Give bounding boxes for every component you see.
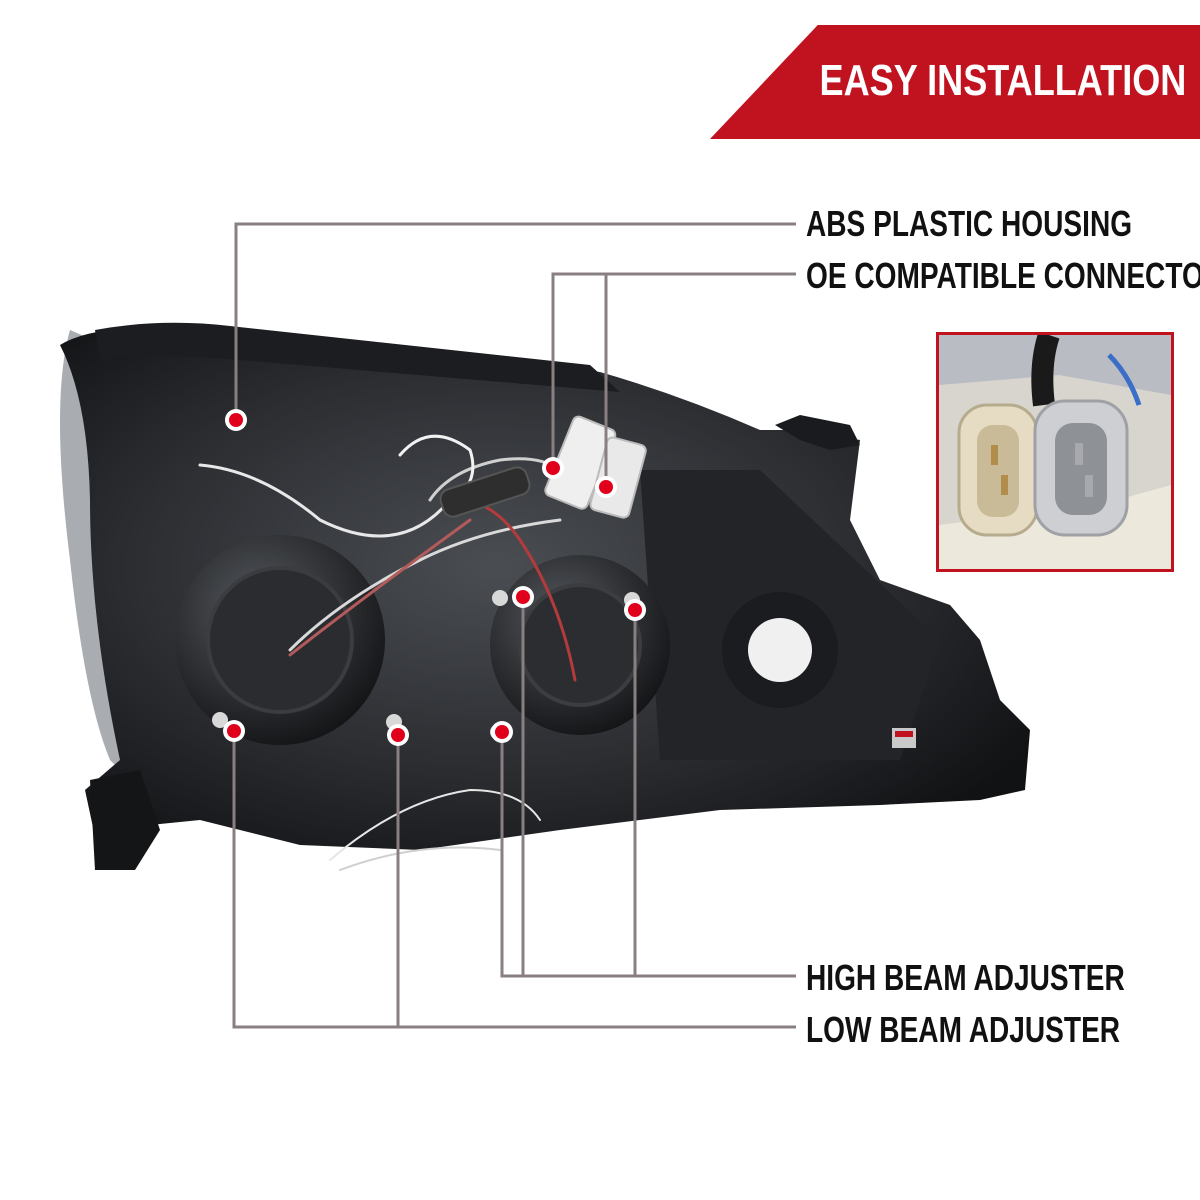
connector-closeup-inset [936,332,1174,572]
marker-dots [223,409,646,746]
banner-title: EASY INSTALLATION [819,56,1186,105]
callout-oe-compatible-connectors: OE COMPATIBLE CONNECTORS [806,255,1200,296]
callout-abs-plastic-housing: ABS PLASTIC HOUSING [806,203,1133,244]
title-banner: EASY INSTALLATION [710,25,1200,139]
connector-icon [939,335,1171,569]
callout-low-beam-adjuster: LOW BEAM ADJUSTER [806,1009,1121,1050]
callout-high-beam-adjuster: HIGH BEAM ADJUSTER [806,957,1125,998]
